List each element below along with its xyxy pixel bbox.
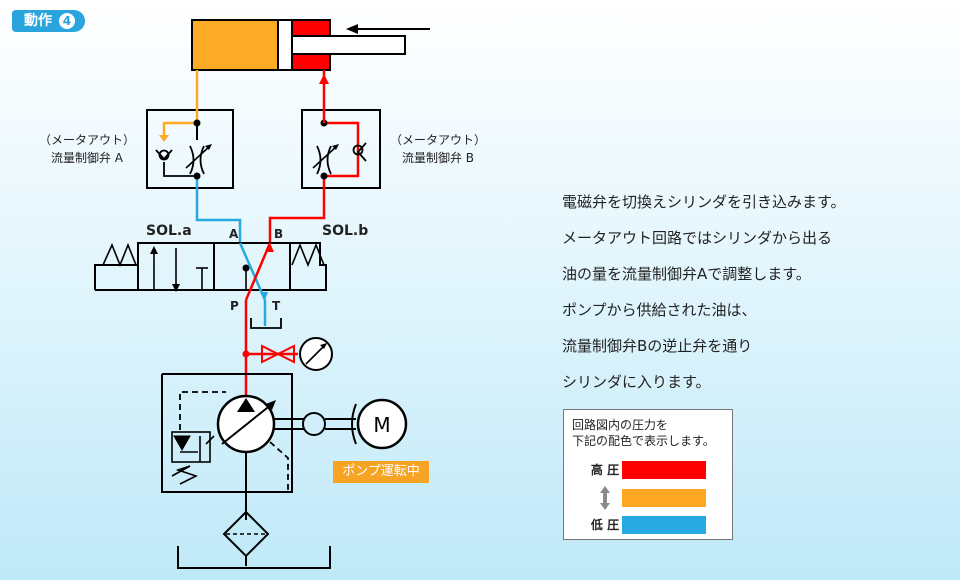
electric-motor <box>356 398 408 450</box>
step-number: 4 <box>58 13 75 29</box>
description-line: 電磁弁を切換えシリンダを引き込みます。 <box>562 193 846 211</box>
legend-mid-swatch <box>622 489 706 507</box>
description-text: 電磁弁を切換えシリンダを引き込みます。 メータアウト回路ではシリンダから出る 油… <box>562 184 952 400</box>
sol-b-label: SOL.b <box>322 223 368 239</box>
legend-high-label: 高 圧 <box>590 463 620 477</box>
valve-b-note: （メータアウト） <box>390 133 486 147</box>
description-line: 流量制御弁Bの逆止弁を通り <box>562 337 753 355</box>
reservoir <box>177 546 331 569</box>
hydraulic-cylinder <box>191 19 430 71</box>
step-badge: 動作 4 <box>12 10 85 32</box>
flow-control-valve-a <box>146 70 234 189</box>
pressure-scale-arrow-icon <box>600 486 610 510</box>
port-p-label: P <box>230 299 239 313</box>
description-line: ポンプから供給された油は、 <box>562 301 757 319</box>
gauge-valve <box>261 344 295 364</box>
description-line: 油の量を流量制御弁Aで調整します。 <box>562 265 811 283</box>
valve-b-name: 流量制御弁 B <box>402 150 474 165</box>
flow-control-valve-b <box>301 70 381 189</box>
legend-title-line2: 下記の配色で表示します。 <box>572 434 715 448</box>
port-t-label: T <box>272 299 281 313</box>
port-a-label: A <box>229 227 239 241</box>
tank-return <box>250 300 282 329</box>
legend-high-swatch <box>622 461 706 479</box>
legend-low-swatch <box>622 516 706 534</box>
motor-label: M <box>373 413 390 437</box>
description-line: シリンダに入ります。 <box>562 373 711 391</box>
suction-filter <box>222 510 270 566</box>
pressure-line-b <box>268 188 326 243</box>
return-line-a <box>195 188 242 243</box>
legend-low-label: 低 圧 <box>590 518 620 532</box>
legend-title-line1: 回路図内の圧力を <box>572 418 669 432</box>
description-line: メータアウト回路ではシリンダから出る <box>562 229 833 247</box>
step-badge-label: 動作 <box>24 13 52 29</box>
directional-control-valve <box>94 242 327 301</box>
valve-a-name: 流量制御弁 A <box>51 150 124 165</box>
power-unit <box>161 373 357 520</box>
pressure-legend: 回路図内の圧力を 下記の配色で表示します。 高 圧 低 圧 <box>563 409 733 540</box>
pressure-gauge <box>299 337 333 371</box>
pump-running-badge: ポンプ運転中 <box>333 461 429 483</box>
sol-a-label: SOL.a <box>146 223 192 239</box>
port-b-label: B <box>274 227 283 241</box>
valve-a-note: （メータアウト） <box>39 133 135 147</box>
